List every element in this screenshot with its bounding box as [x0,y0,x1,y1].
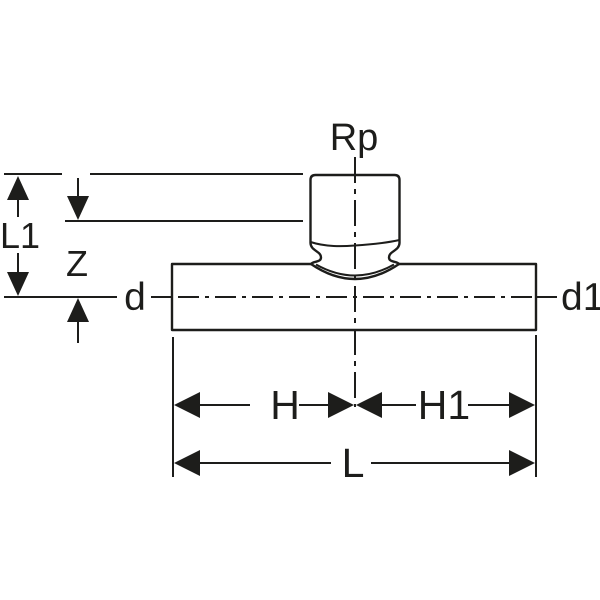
l1-arrow-up [7,176,29,200]
centerlines [178,157,536,407]
h1-arrow-right [509,392,535,418]
label-d: d [124,276,146,319]
label-h: H [270,382,300,428]
h-arrow-right [328,392,354,418]
left-dimensions [4,173,303,343]
h1-arrow-left [356,392,382,418]
label-l1: L1 [0,215,40,256]
bottom-dimensions [172,335,537,477]
branch-neck-right [387,242,401,265]
label-d1: d1 [561,276,600,319]
label-z: Z [66,243,88,284]
l-arrow-left [174,450,200,476]
h-arrow-left [174,392,200,418]
branch-neck-left [309,242,323,265]
label-h1: H1 [418,382,470,428]
label-l: L [342,440,365,486]
l-arrow-right [509,450,535,476]
label-rp: Rp [330,117,379,159]
z-arrow-down [67,196,89,220]
l1-arrow-down [7,272,29,296]
z-arrow-up [67,298,89,322]
